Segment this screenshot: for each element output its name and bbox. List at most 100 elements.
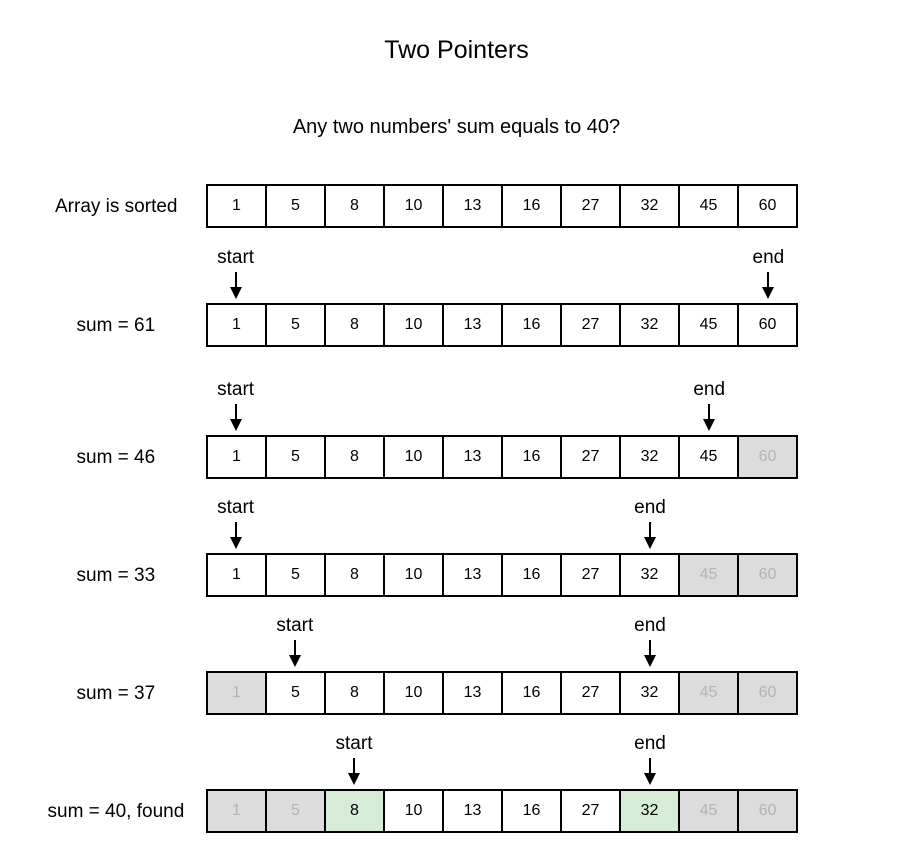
array-cell: 1 (208, 305, 267, 345)
array-cell: 16 (503, 673, 562, 713)
start-pointer-label: start (276, 615, 314, 636)
array-cell: 60 (758, 316, 777, 333)
down-arrow-icon (229, 404, 242, 431)
array-cell: 32 (621, 791, 680, 831)
start-pointer-label: start (217, 247, 255, 268)
array-cell: 60 (739, 437, 796, 477)
array-cell: 45 (680, 791, 739, 831)
start-pointer: start (206, 379, 266, 431)
array-cell: 1 (208, 186, 267, 226)
array-cell: 8 (326, 186, 385, 226)
array-cell: 5 (267, 673, 326, 713)
end-pointer: end (620, 615, 680, 667)
array-cell: 10 (385, 305, 444, 345)
down-arrow-icon (762, 272, 775, 299)
diagram-subtitle: Any two numbers' sum equals to 40? (292, 116, 621, 138)
array-cell: 13 (444, 305, 503, 345)
array-cell: 27 (562, 555, 621, 595)
array-cell: 16 (503, 555, 562, 595)
end-pointer-label: end (752, 247, 785, 268)
row-label: Array is sorted (55, 196, 178, 217)
array-cell: 1 (208, 673, 267, 713)
row-label: sum = 61 (76, 315, 156, 336)
start-pointer-label: start (217, 497, 255, 518)
start-pointer: start (206, 247, 266, 299)
array-cell: 60 (739, 791, 796, 831)
array-cell: 5 (267, 437, 326, 477)
array-cell: 32 (621, 305, 680, 345)
array-cell: 5 (267, 791, 326, 831)
array-cell: 27 (562, 305, 621, 345)
array-cell: 13 (444, 437, 503, 477)
array-cell: 16 (503, 186, 562, 226)
array-cell: 5 (267, 305, 326, 345)
array-cell: 13 (444, 555, 503, 595)
array-cell: 16 (503, 791, 562, 831)
start-pointer: start (324, 733, 384, 785)
array-cell: 13 (444, 673, 503, 713)
array-cell: 32 (621, 437, 680, 477)
array-cell: 45 (680, 437, 739, 477)
array-cell: 10 (385, 437, 444, 477)
array-cell: 27 (562, 673, 621, 713)
down-arrow-icon (229, 272, 242, 299)
array-cell: 1 (208, 437, 267, 477)
array-cell: 16 (503, 437, 562, 477)
array-cell: 45 (680, 186, 739, 226)
array-cell: 8 (326, 673, 385, 713)
array-cell: 10 (385, 673, 444, 713)
array-cell: 8 (326, 305, 385, 345)
down-arrow-icon (644, 522, 656, 549)
start-pointer: start (265, 615, 325, 667)
array-cell: 5 (267, 186, 326, 226)
array-cell: 45 (680, 673, 739, 713)
start-pointer: start (206, 497, 266, 549)
row-label: sum = 33 (76, 565, 156, 586)
end-pointer-label: end (634, 497, 666, 518)
array-cell: 27 (562, 437, 621, 477)
array-cell: 10 (385, 555, 444, 595)
array-cell: 8 (326, 437, 385, 477)
end-pointer: end (738, 247, 798, 299)
array-cell: 13 (444, 791, 503, 831)
down-arrow-icon (348, 758, 360, 785)
down-arrow-icon (644, 758, 656, 785)
end-pointer-label: end (634, 733, 666, 754)
start-pointer-label: start (335, 733, 373, 754)
array-cell: 60 (739, 555, 796, 595)
array-cell: 27 (562, 791, 621, 831)
array-cell: 60 (758, 197, 777, 214)
array-cell: 5 (267, 555, 326, 595)
row-label: sum = 46 (76, 447, 156, 468)
down-arrow-icon (288, 640, 301, 667)
end-pointer: end (679, 379, 739, 431)
array-cell: 10 (385, 791, 444, 831)
array-cell: 8 (326, 791, 385, 831)
row-label: sum = 37 (76, 683, 156, 704)
array-cell: 32 (621, 186, 680, 226)
array-cell: 1 (208, 555, 267, 595)
array-cell: 16 (503, 305, 562, 345)
array-cell: 10 (385, 186, 444, 226)
start-pointer-label: start (217, 379, 255, 400)
end-pointer: end (620, 497, 680, 549)
array-cell: 45 (680, 555, 739, 595)
diagram-title: Two Pointers (384, 36, 529, 64)
end-pointer: end (620, 733, 680, 785)
array-cell: 27 (562, 186, 621, 226)
array-cell: 60 (739, 673, 796, 713)
end-pointer-label: end (634, 615, 666, 636)
array-cell: 13 (444, 186, 503, 226)
end-pointer-label: end (693, 379, 726, 400)
down-arrow-icon (644, 640, 656, 667)
array-cell: 32 (621, 673, 680, 713)
row-label: sum = 40, found (47, 801, 185, 822)
array-cell: 8 (326, 555, 385, 595)
array-cell: 45 (680, 305, 739, 345)
